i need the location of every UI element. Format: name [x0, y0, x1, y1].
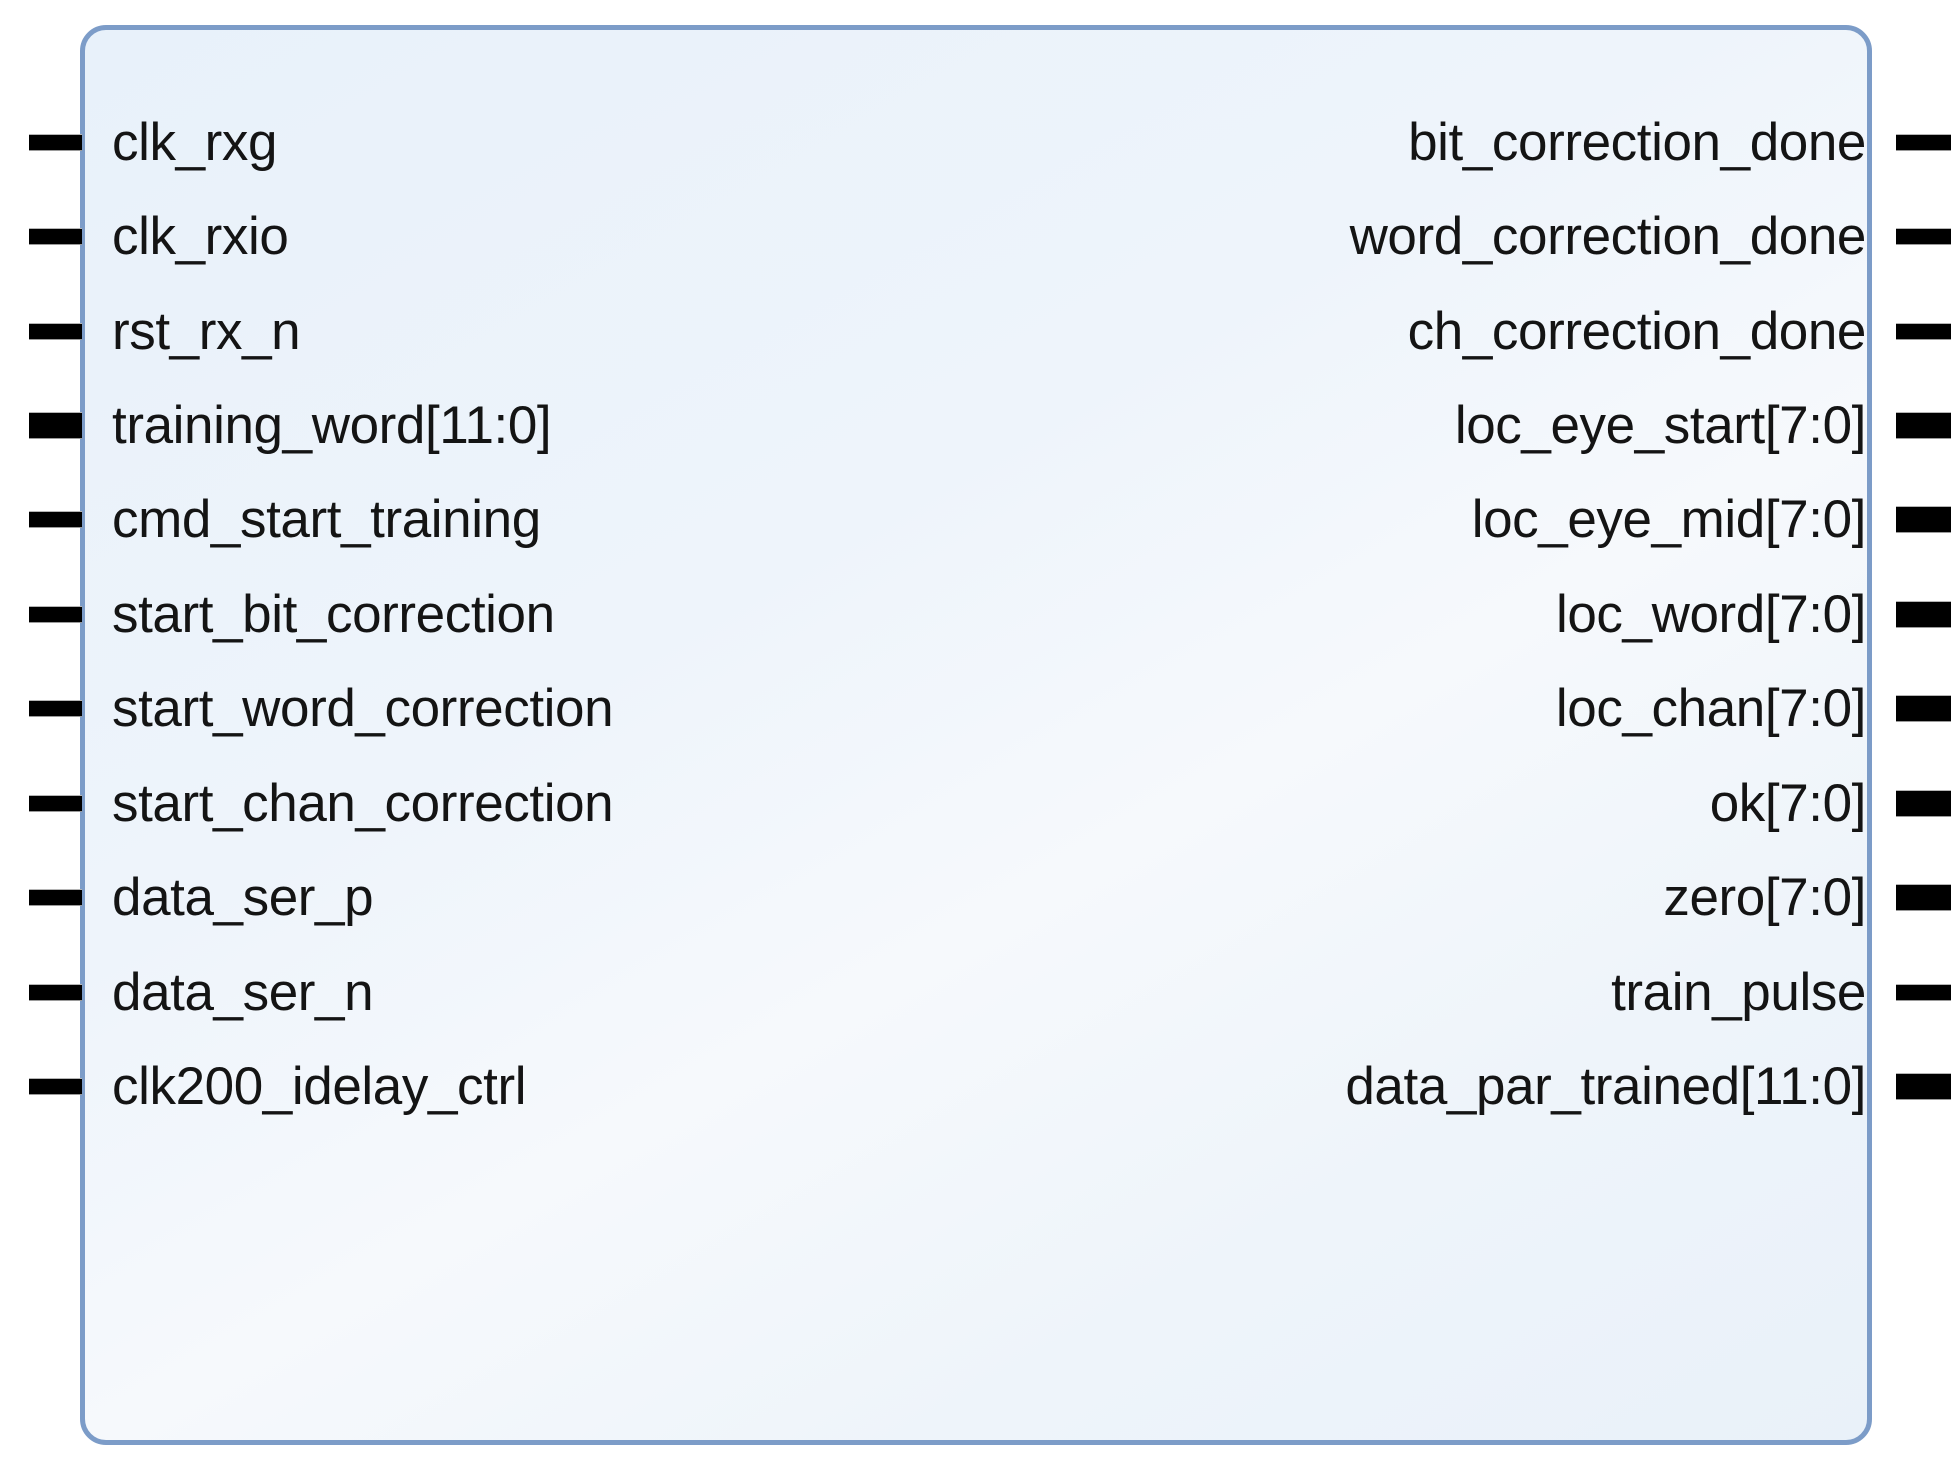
output-pin-stub-icon[interactable] — [1896, 601, 1951, 627]
output-pin-stub-icon[interactable] — [1896, 506, 1951, 532]
input-port-label: clk200_idelay_ctrl — [112, 1056, 527, 1116]
input-pin-stub-icon[interactable] — [29, 795, 82, 811]
input-port-row[interactable]: data_ser_n — [0, 966, 960, 1019]
output-port-row[interactable]: loc_eye_mid[7:0] — [991, 493, 1951, 546]
input-port-row[interactable]: start_chan_correction — [0, 777, 960, 830]
output-port-label: zero[7:0] — [1663, 867, 1866, 927]
output-port-label: loc_chan[7:0] — [1555, 678, 1866, 738]
output-port-row[interactable]: train_pulse — [991, 966, 1951, 1019]
output-port-row[interactable]: ok[7:0] — [991, 777, 1951, 830]
output-port-row[interactable]: loc_chan[7:0] — [991, 682, 1951, 735]
input-port-row[interactable]: training_word[11:0] — [0, 399, 960, 452]
output-port-row[interactable]: word_correction_done — [991, 210, 1951, 263]
input-port-label: clk_rxg — [112, 112, 278, 172]
input-port-row[interactable]: start_word_correction — [0, 682, 960, 735]
input-pin-stub-icon[interactable] — [29, 134, 82, 150]
input-pin-stub-icon[interactable] — [29, 1078, 82, 1094]
output-port-row[interactable]: ch_correction_done — [991, 305, 1951, 358]
output-pin-stub-icon[interactable] — [1896, 228, 1951, 244]
input-port-row[interactable]: clk200_idelay_ctrl — [0, 1060, 960, 1113]
output-port-label: bit_correction_done — [1408, 112, 1866, 172]
input-pin-stub-icon[interactable] — [29, 606, 82, 622]
input-port-label: rst_rx_n — [112, 301, 301, 361]
output-port-label: loc_eye_start[7:0] — [1454, 395, 1867, 455]
input-port-row[interactable]: clk_rxio — [0, 210, 960, 263]
input-port-row[interactable]: start_bit_correction — [0, 588, 960, 641]
input-port-label: data_ser_n — [112, 962, 374, 1022]
output-pin-stub-icon[interactable] — [1896, 1073, 1951, 1099]
input-port-row[interactable]: rst_rx_n — [0, 305, 960, 358]
output-pin-stub-icon[interactable] — [1896, 790, 1951, 816]
output-port-row[interactable]: loc_eye_start[7:0] — [991, 399, 1951, 452]
output-pin-stub-icon[interactable] — [1896, 412, 1951, 438]
output-port-label: train_pulse — [1611, 962, 1866, 1022]
input-port-group: clk_rxg clk_rxio rst_rx_n training_word[11:… — [0, 25, 960, 1445]
input-port-label: start_bit_correction — [112, 584, 555, 644]
input-port-label: start_chan_correction — [112, 773, 614, 833]
input-port-label: cmd_start_training — [112, 489, 541, 549]
output-port-label: ch_correction_done — [1407, 301, 1867, 361]
input-pin-stub-icon[interactable] — [29, 984, 82, 1000]
output-port-row[interactable]: zero[7:0] — [991, 871, 1951, 924]
output-port-label: data_par_trained[11:0] — [1345, 1056, 1866, 1116]
input-pin-stub-icon[interactable] — [29, 323, 82, 339]
output-port-row[interactable]: data_par_trained[11:0] — [991, 1060, 1951, 1113]
input-port-label: training_word[11:0] — [112, 395, 552, 455]
input-port-row[interactable]: data_ser_p — [0, 871, 960, 924]
input-port-label: clk_rxio — [112, 206, 289, 266]
input-port-row[interactable]: clk_rxg — [0, 116, 960, 169]
output-port-label: ok[7:0] — [1709, 773, 1867, 833]
output-port-label: word_correction_done — [1349, 206, 1867, 266]
input-port-row[interactable]: cmd_start_training — [0, 493, 960, 546]
module-body[interactable] — [80, 25, 1872, 1445]
output-port-row[interactable]: bit_correction_done — [991, 116, 1951, 169]
input-port-label: data_ser_p — [112, 867, 374, 927]
output-pin-stub-icon[interactable] — [1896, 695, 1951, 721]
output-pin-stub-icon[interactable] — [1896, 984, 1951, 1000]
input-pin-stub-icon[interactable] — [29, 412, 82, 438]
input-pin-stub-icon[interactable] — [29, 700, 82, 716]
output-port-label: loc_word[7:0] — [1555, 584, 1866, 644]
input-pin-stub-icon[interactable] — [29, 228, 82, 244]
output-pin-stub-icon[interactable] — [1896, 884, 1951, 910]
output-pin-stub-icon[interactable] — [1896, 323, 1951, 339]
input-port-label: start_word_correction — [112, 678, 614, 738]
input-pin-stub-icon[interactable] — [29, 889, 82, 905]
output-pin-stub-icon[interactable] — [1896, 134, 1951, 150]
input-pin-stub-icon[interactable] — [29, 511, 82, 527]
output-port-label: loc_eye_mid[7:0] — [1471, 489, 1867, 549]
output-port-row[interactable]: loc_word[7:0] — [991, 588, 1951, 641]
